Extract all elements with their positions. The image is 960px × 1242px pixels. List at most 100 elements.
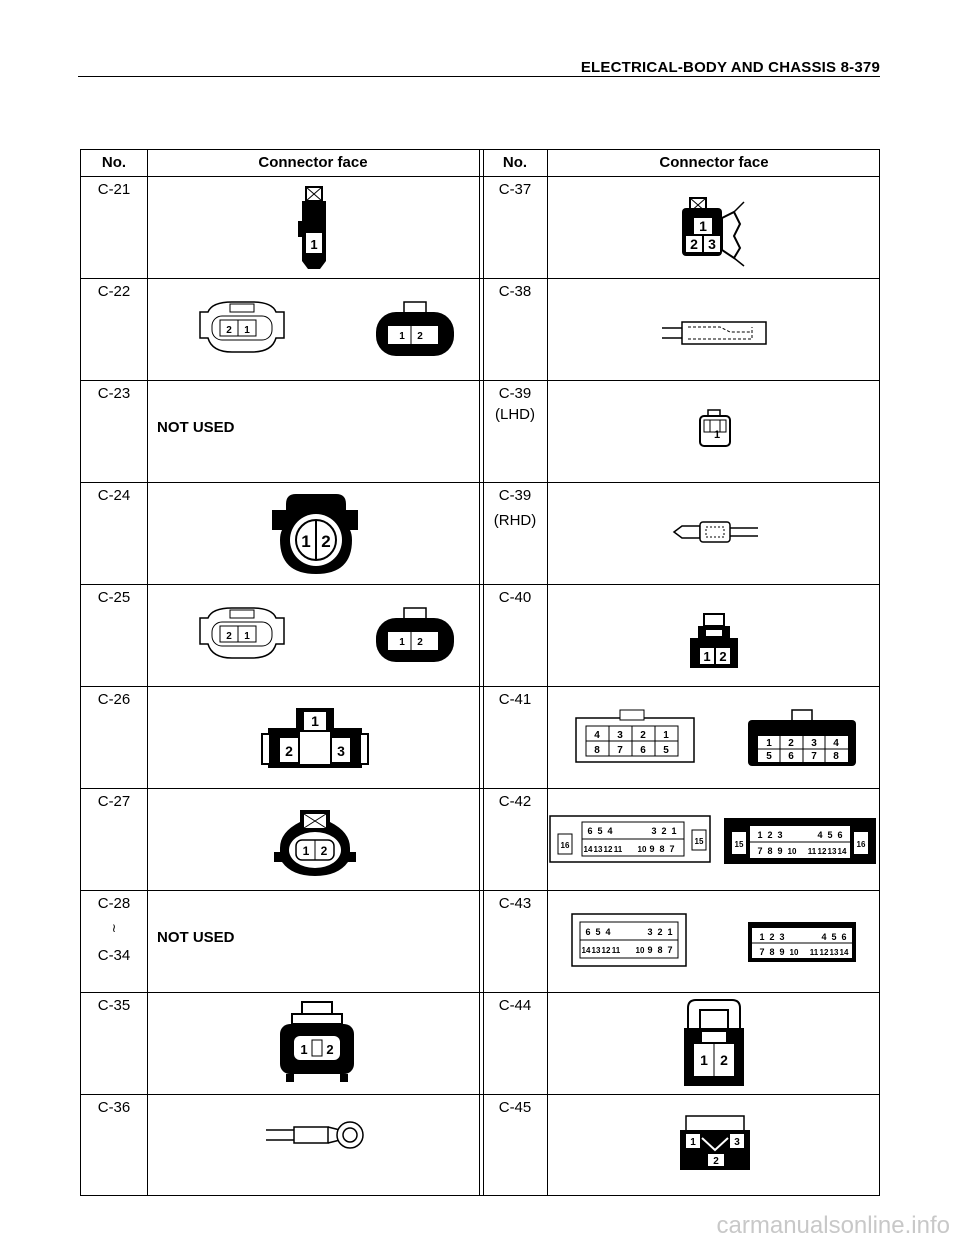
svg-text:7: 7 (757, 846, 762, 856)
svg-text:15: 15 (695, 837, 704, 846)
column-header-no: No. (101, 154, 127, 171)
svg-text:3: 3 (651, 826, 656, 836)
svg-text:1: 1 (766, 738, 772, 749)
svg-text:12: 12 (820, 948, 829, 957)
svg-text:3: 3 (811, 738, 817, 749)
divider (81, 380, 879, 381)
svg-text:2: 2 (788, 738, 794, 749)
svg-text:14: 14 (838, 847, 847, 856)
svg-text:13: 13 (592, 946, 601, 955)
connector-number: C-42 (498, 793, 532, 810)
svg-text:2: 2 (226, 631, 232, 642)
svg-text:1: 1 (714, 429, 720, 441)
svg-text:11: 11 (614, 845, 623, 854)
connector-variant: (LHD) (495, 406, 535, 423)
svg-text:1: 1 (300, 1042, 307, 1057)
divider (81, 176, 879, 177)
divider (81, 788, 879, 789)
svg-text:12: 12 (604, 845, 613, 854)
divider (479, 150, 480, 1195)
connector-c21-diagram: 1 (298, 186, 326, 269)
svg-text:1: 1 (690, 1137, 696, 1148)
svg-text:13: 13 (594, 845, 603, 854)
connector-c38-diagram (662, 321, 767, 345)
svg-text:2: 2 (719, 649, 726, 664)
divider (81, 278, 879, 279)
connector-number: C-39 (498, 385, 532, 402)
svg-text:9: 9 (647, 945, 652, 955)
svg-text:2: 2 (417, 331, 423, 342)
svg-text:1: 1 (700, 1052, 708, 1068)
svg-text:6: 6 (841, 932, 846, 942)
svg-text:1: 1 (667, 927, 672, 937)
svg-text:3: 3 (779, 932, 784, 942)
svg-text:6: 6 (640, 745, 646, 756)
svg-text:11: 11 (808, 847, 817, 856)
connector-number: C-40 (498, 589, 532, 606)
connector-number: C-21 (97, 181, 131, 198)
svg-text:8: 8 (659, 844, 664, 854)
svg-text:5: 5 (766, 751, 772, 762)
divider (547, 150, 548, 1195)
svg-text:8: 8 (833, 751, 839, 762)
svg-text:1: 1 (244, 325, 250, 336)
divider (81, 890, 879, 891)
svg-text:16: 16 (857, 840, 866, 849)
svg-text:6: 6 (788, 751, 794, 762)
connector-variant: (RHD) (493, 512, 537, 529)
connector-number: C-38 (498, 283, 532, 300)
svg-text:12: 12 (602, 946, 611, 955)
column-header-connector-face: Connector face (258, 154, 368, 171)
connector-number: C-45 (498, 1099, 532, 1116)
svg-text:5: 5 (595, 927, 600, 937)
svg-text:2: 2 (661, 826, 666, 836)
svg-text:7: 7 (759, 947, 764, 957)
svg-text:8: 8 (594, 745, 600, 756)
svg-text:1: 1 (244, 631, 250, 642)
svg-text:14: 14 (840, 948, 849, 957)
svg-text:1: 1 (399, 331, 405, 342)
svg-text:4: 4 (833, 738, 839, 749)
range-separator: ≀ (111, 921, 117, 935)
svg-text:2: 2 (226, 325, 232, 336)
svg-text:2: 2 (690, 236, 698, 252)
svg-text:8: 8 (769, 947, 774, 957)
svg-text:7: 7 (669, 844, 674, 854)
svg-text:2: 2 (713, 1156, 719, 1167)
svg-text:9: 9 (649, 844, 654, 854)
divider (81, 1094, 879, 1095)
svg-text:14: 14 (582, 946, 591, 955)
column-header-no: No. (502, 154, 528, 171)
connector-number: C-22 (97, 283, 131, 300)
divider (81, 482, 879, 483)
svg-text:3: 3 (647, 927, 652, 937)
svg-text:5: 5 (831, 932, 836, 942)
connector-c26-diagram: 1 2 3 (261, 708, 369, 768)
connector-number: C-27 (97, 793, 131, 810)
svg-text:1: 1 (699, 218, 707, 234)
svg-text:3: 3 (708, 236, 716, 252)
page-header-title: ELECTRICAL-BODY AND CHASSIS 8-379 (580, 59, 880, 76)
svg-text:1: 1 (757, 830, 762, 840)
svg-text:14: 14 (584, 845, 593, 854)
svg-text:8: 8 (657, 945, 662, 955)
svg-text:4: 4 (817, 830, 822, 840)
svg-text:7: 7 (617, 745, 623, 756)
svg-text:7: 7 (667, 945, 672, 955)
svg-text:15: 15 (735, 840, 744, 849)
divider (147, 150, 148, 1195)
svg-text:7: 7 (811, 751, 817, 762)
connector-number: C-26 (97, 691, 131, 708)
svg-text:10: 10 (788, 847, 797, 856)
svg-text:4: 4 (821, 932, 826, 942)
